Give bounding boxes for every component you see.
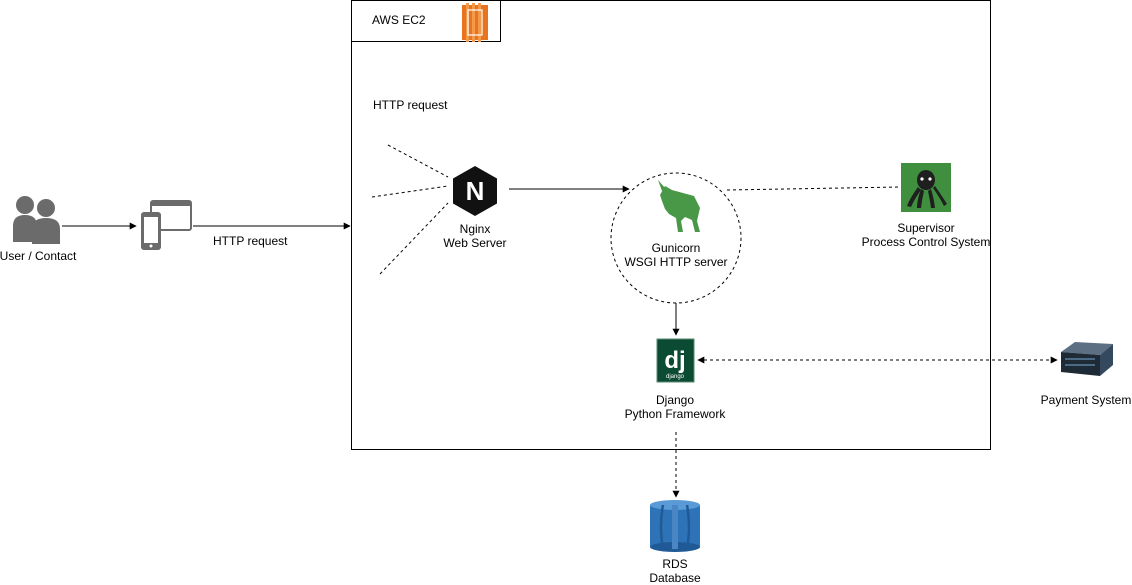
django-label-line2: Python Framework xyxy=(625,407,727,421)
aws-ec2-label: AWS EC2 xyxy=(372,13,426,27)
supervisor-label-line1: Supervisor xyxy=(897,221,954,235)
mobile-browser-icon xyxy=(141,200,192,250)
nginx-glyph: N xyxy=(466,176,485,206)
server-icon xyxy=(1061,342,1113,376)
nginx-label-line1: Nginx xyxy=(460,222,491,236)
user-label: User / Contact xyxy=(0,249,77,263)
rds-label-line1: RDS xyxy=(662,557,687,571)
unicorn-icon xyxy=(658,180,700,232)
nginx-icon: N xyxy=(453,166,497,216)
aws-ec2-icon xyxy=(462,3,488,42)
django-label-line1: Django xyxy=(656,393,694,407)
nginx-label-line2: Web Server xyxy=(443,236,506,250)
django-glyph: dj xyxy=(664,347,685,374)
gunicorn-label-line1: Gunicorn xyxy=(652,241,701,255)
incoming-requests-dashed xyxy=(371,144,449,275)
users-icon xyxy=(13,196,60,244)
django-small-wordmark: django xyxy=(666,374,685,380)
payment-label: Payment System xyxy=(1041,393,1132,407)
gunicorn-label-line2: WSGI HTTP server xyxy=(624,255,727,269)
django-icon: dj django xyxy=(656,338,695,383)
edge-label-http-request-outer: HTTP request xyxy=(213,234,288,248)
database-icon xyxy=(650,500,700,552)
aws-ec2-container xyxy=(351,0,991,450)
supervisor-label-line2: Process Control System xyxy=(862,235,991,249)
gunicorn-circle xyxy=(610,172,742,304)
edge-label-http-request-inner: HTTP request xyxy=(373,98,448,112)
octopus-icon xyxy=(901,163,951,212)
edge-gunicorn-supervisor xyxy=(726,186,901,191)
rds-label-line2: Database xyxy=(649,571,701,585)
